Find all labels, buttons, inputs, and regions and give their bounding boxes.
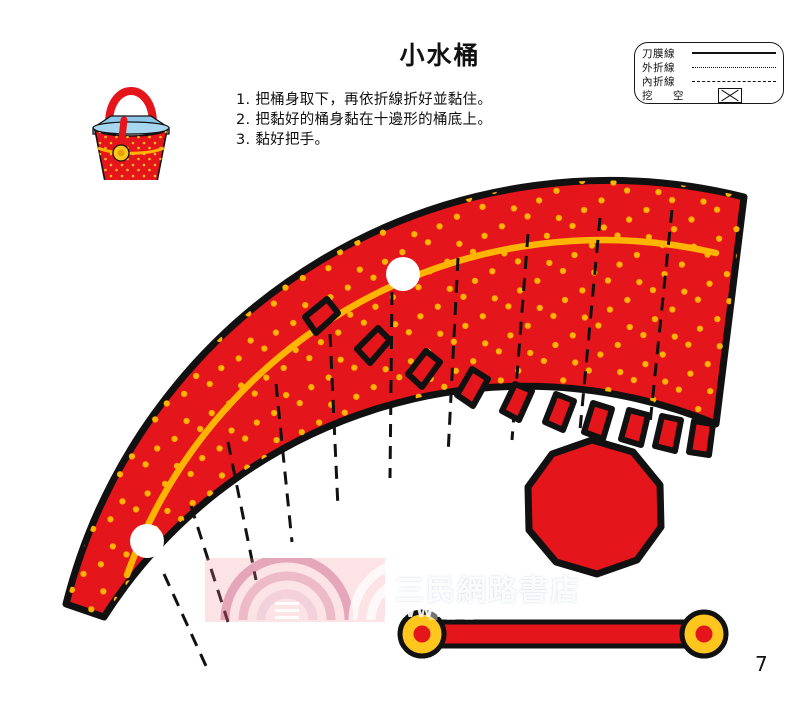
dash-dot-line-icon (686, 74, 776, 88)
glue-tab-7 (454, 366, 491, 409)
handle-hole-left[interactable] (413, 625, 431, 643)
glue-tab-4 (581, 400, 615, 442)
cutout-hole-bottom[interactable] (130, 524, 164, 558)
page-number: 7 (755, 652, 768, 676)
fold-line-1 (648, 209, 674, 425)
fold-line-4 (446, 257, 460, 456)
legend-row-outer-fold: 外折線 (642, 60, 776, 74)
fold-line-10 (162, 573, 208, 667)
glue-tab-3 (618, 407, 651, 448)
instructions-list: 1. 把桶身取下，再依折線折好並黏住。 2. 把黏好的桶身黏在十邊形的桶底上。 … (236, 90, 536, 150)
handle-bar (415, 619, 711, 649)
illus-gold-band (97, 146, 165, 155)
fold-line-2 (578, 217, 602, 431)
legend-label-inner-fold: 內折線 (642, 75, 675, 88)
handle-hole-right[interactable] (695, 625, 713, 643)
legend-label-cut-line: 刀膜線 (642, 47, 675, 60)
x-box-icon (686, 87, 776, 103)
glue-tab-10 (302, 296, 341, 336)
glue-tab-2 (652, 413, 684, 454)
legend-row-inner-fold: 內折線 (642, 74, 776, 88)
glue-tab-5 (542, 391, 577, 433)
glue-tab-6 (499, 381, 535, 423)
instruction-step-3: 3. 黏好把手。 (236, 132, 330, 148)
finished-bucket-illustration (92, 87, 170, 198)
fan-gold-stripe (123, 236, 720, 579)
legend-row-cut-line: 刀膜線 (642, 46, 776, 60)
fold-line-8 (226, 441, 258, 581)
decagon-shape (524, 436, 665, 578)
illus-bucket-rim (92, 121, 170, 135)
instruction-step-2: 2. 把黏好的桶身黏在十邊形的桶底上。 (236, 112, 493, 128)
cutout-hole-top[interactable] (386, 257, 420, 291)
glue-tab-1 (686, 418, 716, 458)
instruction-step-1: 1. 把桶身取下，再依折線折好並黏住。 (236, 92, 493, 108)
fold-line-6 (328, 333, 340, 509)
solid-line-icon (686, 46, 776, 60)
dotted-line-icon (686, 60, 776, 74)
legend-row-cutout: 挖 空 (642, 87, 776, 103)
line-type-legend: 刀膜線 外折線 內折線 挖 空 (634, 42, 784, 104)
glue-tabs-group (302, 296, 716, 458)
page-title: 小水桶 (399, 41, 481, 70)
glue-tab-9 (354, 325, 393, 366)
legend-label-outer-fold: 外折線 (642, 61, 675, 74)
fan-fold-lines-group (162, 209, 674, 667)
bucket-base-decagon[interactable] (524, 436, 665, 578)
legend-label-cutout: 挖 空 (642, 89, 689, 102)
illus-handle (105, 87, 157, 128)
bucket-handle-strip[interactable] (397, 609, 729, 659)
illus-button-center (117, 149, 125, 157)
fold-line-3 (510, 233, 530, 441)
glue-tab-8 (405, 348, 443, 390)
fold-line-5 (388, 291, 394, 479)
fold-line-7 (274, 383, 294, 543)
